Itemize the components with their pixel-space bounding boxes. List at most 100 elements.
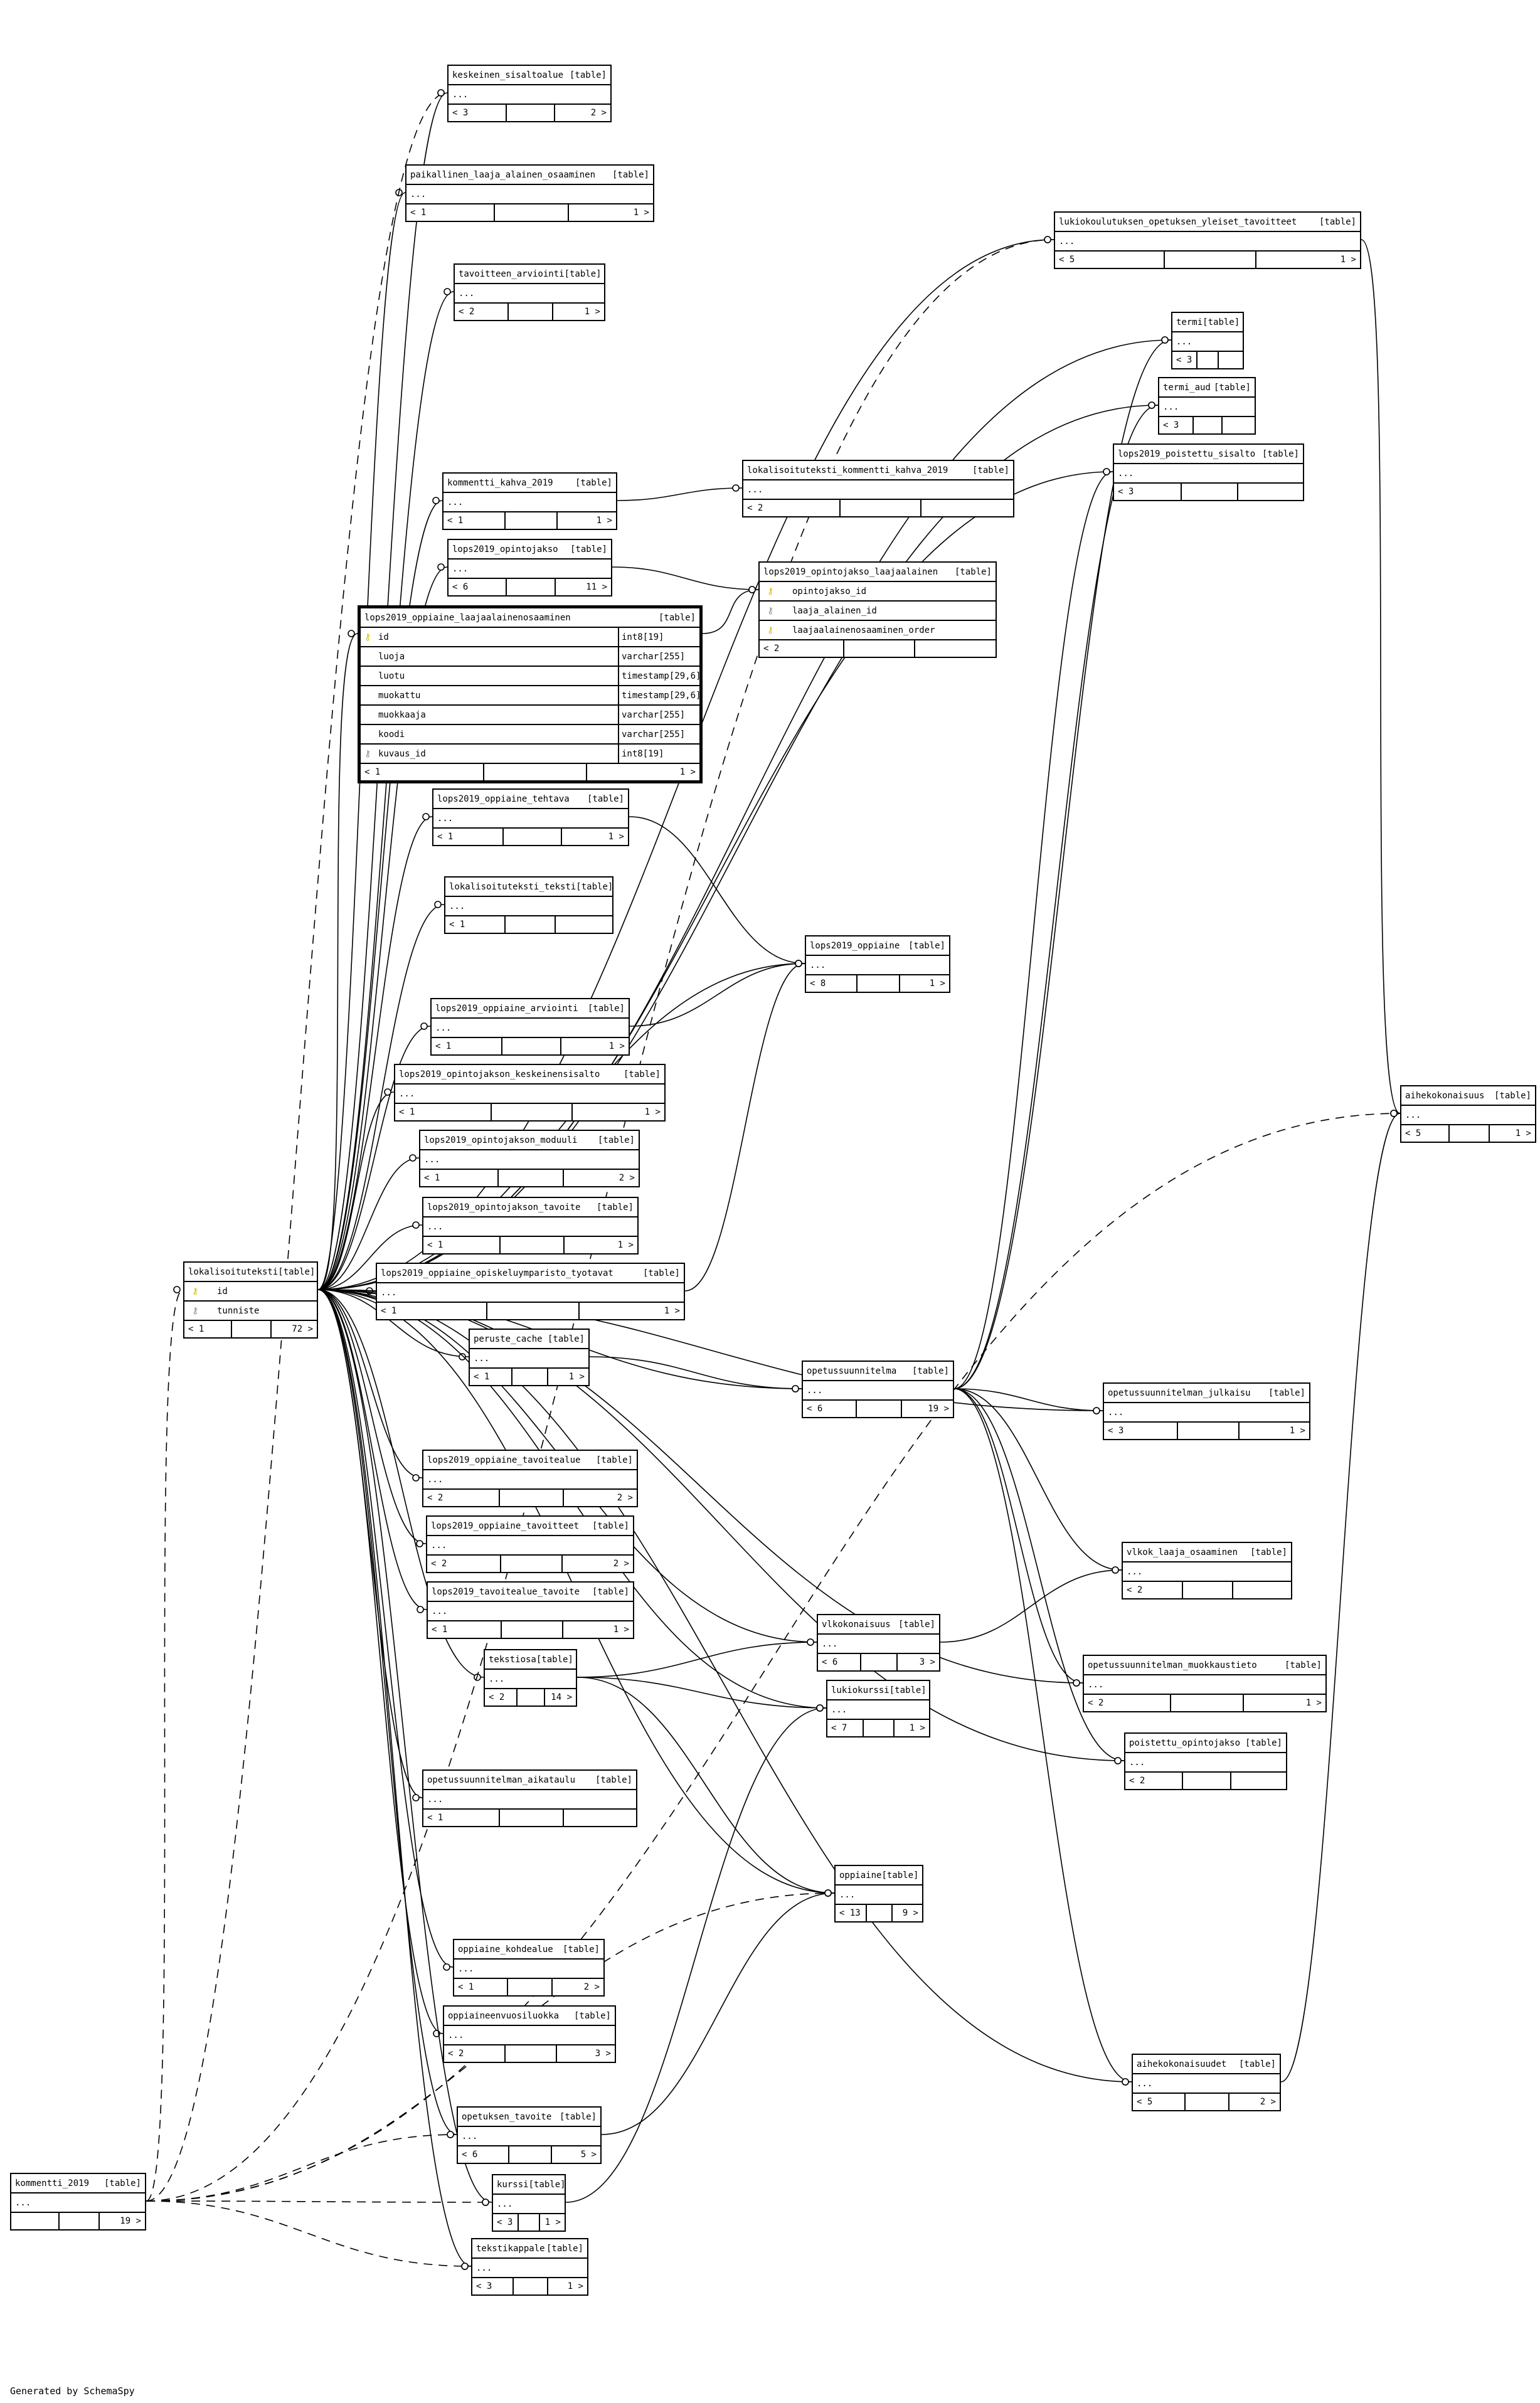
table-header[interactable]: tekstikappale[table] — [472, 2239, 587, 2259]
collapsed-columns[interactable]: ... — [395, 1085, 664, 1104]
child-count[interactable]: 14 > — [551, 1692, 572, 1702]
collapsed-columns[interactable]: ... — [455, 284, 604, 304]
parent-count[interactable]: < 5 — [1133, 2094, 1186, 2110]
collapsed-columns[interactable]: ... — [1133, 2074, 1280, 2094]
collapsed-columns[interactable]: ... — [454, 1960, 603, 1979]
parent-count[interactable]: < 1 — [433, 829, 504, 845]
collapsed-columns[interactable]: ... — [1055, 232, 1360, 252]
collapsed-columns[interactable]: ... — [1114, 464, 1303, 484]
table-vlkok-laaja-osaaminen[interactable]: vlkok_laaja_osaaminen[table]...< 2 — [1122, 1542, 1292, 1599]
collapsed-columns[interactable]: ... — [444, 2026, 615, 2045]
column-row[interactable]: ⚷opintojakso_id — [760, 582, 996, 602]
child-count[interactable]: 1 > — [608, 1041, 625, 1051]
collapsed-columns[interactable]: ... — [423, 1217, 637, 1237]
child-count[interactable]: 1 > — [544, 2217, 561, 2227]
table-header[interactable]: opetussuunnitelman_julkaisu[table] — [1104, 1384, 1309, 1403]
child-count[interactable] — [1238, 484, 1303, 500]
table-header[interactable]: lops2019_oppiaine_arviointi[table] — [432, 999, 629, 1019]
child-count[interactable]: 1 > — [1340, 255, 1356, 265]
collapsed-columns[interactable]: ... — [11, 2193, 145, 2213]
child-count[interactable]: 72 > — [292, 1324, 313, 1334]
table-header[interactable]: lops2019_oppiaine_opiskeluymparisto_tyot… — [377, 1264, 684, 1283]
collapsed-columns[interactable]: ... — [470, 1349, 588, 1369]
child-count[interactable]: 1 > — [1515, 1128, 1531, 1138]
table-header[interactable]: termi[table] — [1172, 313, 1243, 332]
column-row[interactable]: ⚷laajaalainenosaaminen_order — [760, 621, 996, 640]
parent-count[interactable]: < 1 — [470, 1369, 512, 1385]
parent-count[interactable]: < 3 — [1159, 417, 1194, 433]
table-header[interactable]: vlkok_laaja_osaaminen[table] — [1123, 1543, 1291, 1562]
child-count[interactable] — [915, 640, 996, 657]
table-lukiokoulutuksen-opetuksen-yleiset-tavoitteet[interactable]: lukiokoulutuksen_opetuksen_yleiset_tavoi… — [1054, 211, 1361, 269]
child-count[interactable]: 1 > — [633, 208, 649, 218]
collapsed-columns[interactable]: ... — [485, 1670, 576, 1689]
table-lokalisoituteksti-kommentti-kahva-2019[interactable]: lokalisoituteksti_kommentti_kahva_2019[t… — [742, 460, 1014, 517]
parent-count[interactable]: < 1 — [423, 1810, 500, 1826]
collapsed-columns[interactable]: ... — [1401, 1106, 1535, 1125]
child-count[interactable]: 2 > — [590, 108, 607, 118]
child-count[interactable]: 1 > — [613, 1625, 629, 1635]
collapsed-columns[interactable]: ... — [818, 1635, 939, 1654]
table-header[interactable]: opetussuunnitelman_aikataulu[table] — [423, 1771, 636, 1790]
child-count[interactable]: 9 > — [902, 1908, 918, 1918]
collapsed-columns[interactable]: ... — [420, 1150, 639, 1170]
parent-count[interactable]: < 2 — [455, 304, 509, 320]
collapsed-columns[interactable]: ... — [428, 1602, 633, 1621]
collapsed-columns[interactable]: ... — [423, 1470, 637, 1490]
table-termi[interactable]: termi[table]...< 3 — [1171, 312, 1244, 369]
child-count[interactable] — [1233, 1582, 1291, 1598]
parent-count[interactable]: < 6 — [458, 2146, 509, 2163]
child-count[interactable]: 19 > — [120, 2216, 141, 2226]
collapsed-columns[interactable]: ... — [423, 1790, 636, 1810]
table-header[interactable]: lokalisoituteksti_teksti[table] — [445, 878, 612, 897]
collapsed-columns[interactable]: ... — [1159, 398, 1255, 417]
table-lops2019-opintojakson-tavoite[interactable]: lops2019_opintojakson_tavoite[table]...<… — [422, 1197, 639, 1255]
collapsed-columns[interactable]: ... — [406, 185, 653, 204]
parent-count[interactable]: < 3 — [493, 2214, 519, 2231]
collapsed-columns[interactable]: ... — [377, 1283, 684, 1303]
parent-count[interactable]: < 13 — [836, 1905, 867, 1921]
collapsed-columns[interactable]: ... — [1104, 1403, 1309, 1423]
table-opetussuunnitelman-muokkaustieto[interactable]: opetussuunnitelman_muokkaustieto[table].… — [1083, 1655, 1327, 1712]
table-header[interactable]: lops2019_opintojakson_moduuli[table] — [420, 1131, 639, 1150]
child-count[interactable]: 19 > — [928, 1404, 949, 1414]
table-header[interactable]: lops2019_oppiaine[table] — [806, 936, 949, 956]
child-count[interactable]: 1 > — [1305, 1698, 1322, 1708]
collapsed-columns[interactable]: ... — [445, 897, 612, 916]
parent-count[interactable]: < 3 — [449, 105, 507, 121]
table-paikallinen-laaja-alainen-osaaminen[interactable]: paikallinen_laaja_alainen_osaaminen[tabl… — [405, 164, 654, 222]
child-count[interactable]: 1 > — [567, 2281, 583, 2291]
table-header[interactable]: lops2019_poistettu_sisalto[table] — [1114, 445, 1303, 464]
child-count[interactable] — [564, 1810, 636, 1826]
table-lops2019-oppiaine-tavoitteet[interactable]: lops2019_oppiaine_tavoitteet[table]...< … — [426, 1515, 634, 1573]
child-count[interactable] — [556, 916, 612, 933]
child-count[interactable] — [1223, 417, 1255, 433]
parent-count[interactable] — [11, 2213, 60, 2229]
child-count[interactable]: 1 > — [596, 516, 612, 526]
child-count[interactable]: 3 > — [595, 2049, 611, 2059]
table-lops2019-opintojakso-laajaalainen[interactable]: lops2019_opintojakso_laajaalainen[table]… — [758, 561, 997, 658]
parent-count[interactable]: < 1 — [377, 1303, 487, 1319]
parent-count[interactable]: < 6 — [818, 1654, 861, 1670]
parent-count[interactable]: < 1 — [428, 1621, 502, 1638]
child-count[interactable]: 1 > — [1289, 1426, 1305, 1436]
collapsed-columns[interactable]: ... — [449, 85, 610, 105]
collapsed-columns[interactable]: ... — [1123, 1562, 1291, 1582]
parent-count[interactable]: < 1 — [454, 1979, 508, 1995]
column-row[interactable]: ⚷id — [184, 1282, 317, 1302]
collapsed-columns[interactable]: ... — [432, 1019, 629, 1038]
collapsed-columns[interactable]: ... — [493, 2195, 565, 2214]
table-header[interactable]: lukiokurssi[table] — [827, 1681, 929, 1700]
